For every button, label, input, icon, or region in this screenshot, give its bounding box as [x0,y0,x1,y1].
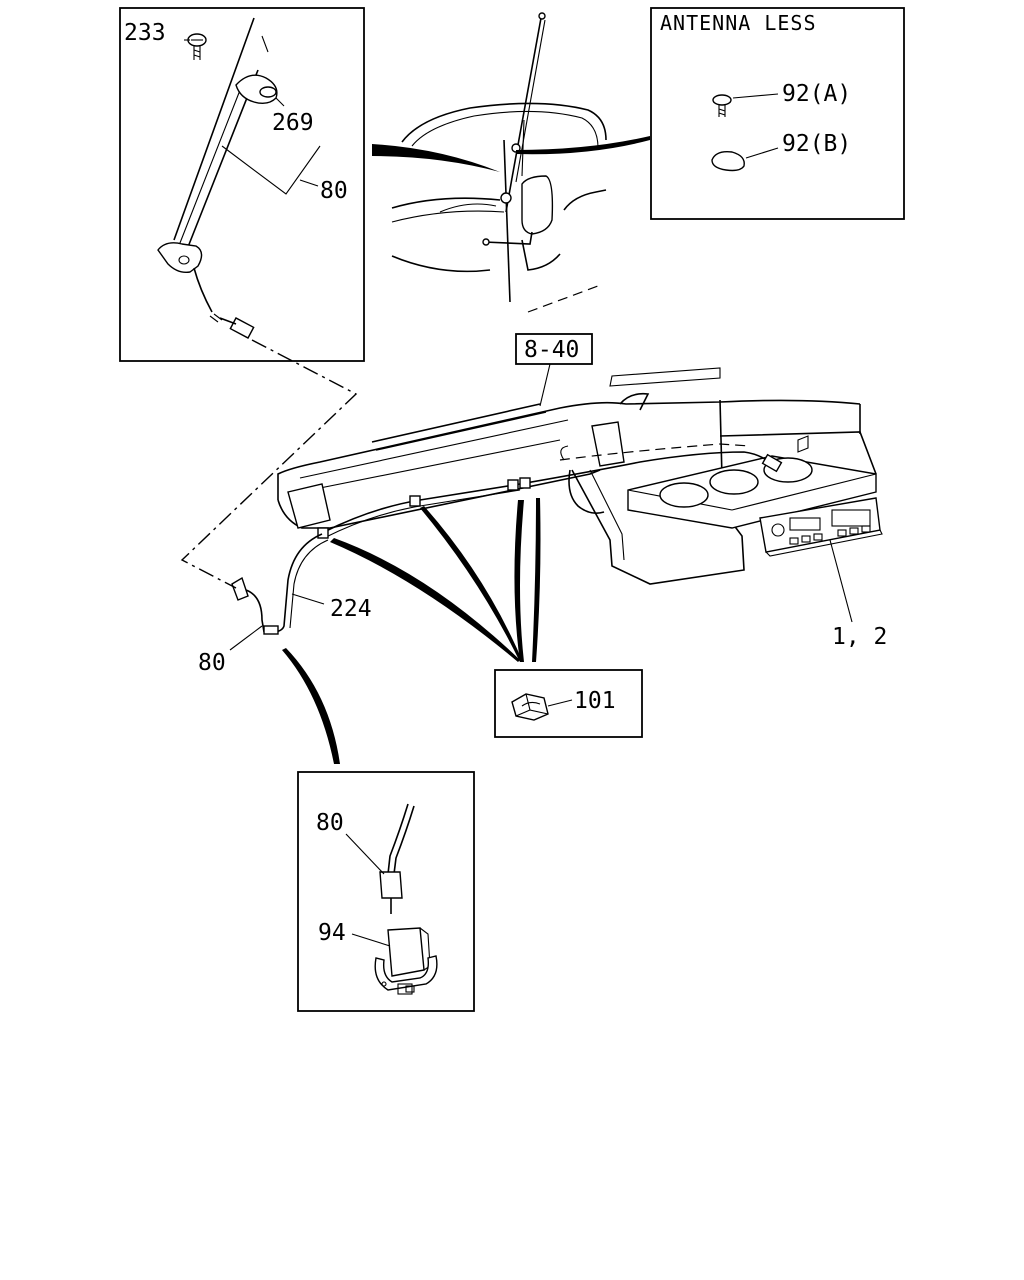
callout-101: 101 [574,688,616,714]
bracket-inset: 80 94 [297,771,475,1012]
cap-92b-icon [711,150,745,172]
dashboard-assembly [180,333,883,764]
callout-80-lower: 80 [198,650,226,676]
callout-80-upper: 80 [320,178,348,204]
screw-233-icon [187,33,207,60]
vehicle-antenna-view [372,12,650,313]
bracket-94-icon [374,927,438,995]
antenna-less-inset: ANTENNA LESS 92(A) 92(B) [650,7,905,220]
callout-inset-80: 80 [316,810,344,836]
callout-92b: 92(B) [782,131,851,157]
screw-92a-icon [712,94,732,117]
callout-224: 224 [330,596,372,622]
antenna-mast-inset [119,7,365,362]
callout-92a: 92(A) [782,81,851,107]
antenna-less-title: ANTENNA LESS [660,11,817,35]
radio-unit [759,497,883,557]
callout-269: 269 [272,110,314,136]
callout-1-2: 1, 2 [832,624,887,650]
callout-94: 94 [318,920,346,946]
callout-8-40: 8-40 [524,337,579,363]
clip-101-inset: 101 [494,669,643,738]
clip-101-icon [511,693,549,721]
callout-233: 233 [124,20,166,46]
